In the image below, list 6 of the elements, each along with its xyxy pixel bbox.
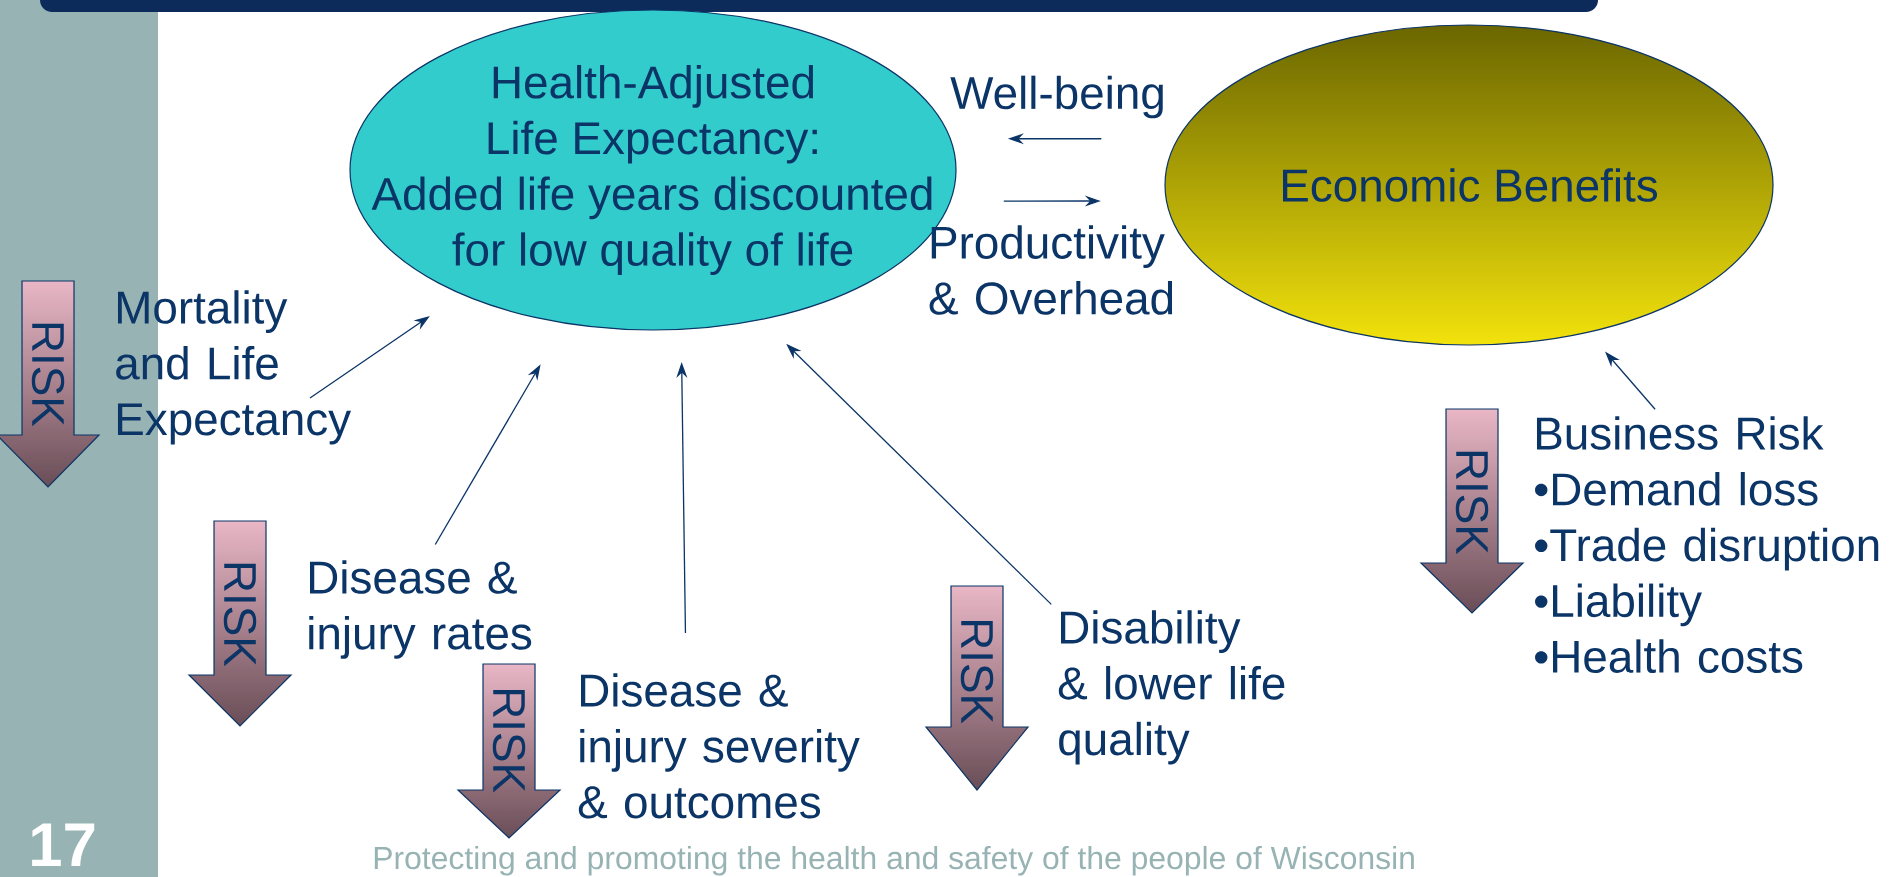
label-text: Disease & injury severity & outcomes xyxy=(578,673,860,819)
label-text: Disability & lower life quality xyxy=(1058,610,1285,765)
label-text: Business Risk •Demand loss •Trade disruption •Liability •Health costs xyxy=(1535,416,1879,673)
label-text: Disease & injury rates xyxy=(309,560,532,659)
slide-number: 17 xyxy=(32,823,95,866)
footer-text: Protecting and promoting the health and safety of the people of Wisconsin xyxy=(374,845,1414,876)
